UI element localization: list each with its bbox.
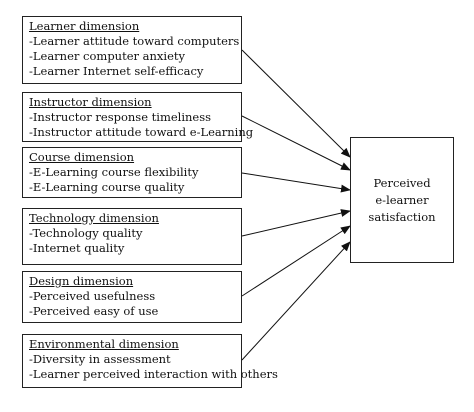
- arrow-technology: [241, 209, 351, 237]
- technology-dimension-title: Technology dimension: [29, 211, 159, 225]
- technology-item-1: -Technology quality: [29, 226, 143, 240]
- arrow-learner: [241, 49, 351, 158]
- design-dimension-title: Design dimension: [29, 274, 134, 288]
- course-dimension-title: Course dimension: [29, 150, 135, 164]
- instructor-dimension-title: Instructor dimension: [29, 95, 152, 109]
- design-item-2: -Perceived easy of use: [29, 304, 159, 318]
- technology-item-2: -Internet quality: [29, 241, 125, 255]
- arrow-instructor: [241, 115, 351, 171]
- course-item-2: -E-Learning course quality: [29, 180, 185, 194]
- design-dimension-box: Design dimension -Perceived usefulness -…: [22, 271, 242, 323]
- technology-dimension-box: Technology dimension -Technology quality…: [22, 208, 242, 265]
- learner-item-1: -Learner attitude toward computers: [29, 34, 240, 48]
- environmental-dimension-title: Environmental dimension: [29, 337, 179, 351]
- outcome-line-1: Perceived: [373, 175, 431, 190]
- learner-item-3: -Learner Internet self-efficacy: [29, 64, 204, 78]
- environmental-item-1: -Diversity in assessment: [29, 352, 171, 366]
- environmental-dimension-box: Environmental dimension -Diversity in as…: [22, 334, 278, 388]
- perceived-satisfaction-box: Perceived e-learner satisfaction: [350, 137, 454, 263]
- instructor-dimension-box: Instructor dimension -Instructor respons…: [22, 92, 254, 142]
- arrow-environmental: [241, 241, 351, 361]
- outcome-line-3: satisfaction: [368, 209, 436, 224]
- environmental-item-2: -Learner perceived interaction with othe…: [29, 367, 278, 381]
- arrow-course: [241, 172, 351, 193]
- outcome-line-2: e-learner: [375, 192, 429, 207]
- learner-dimension-title: Learner dimension: [29, 19, 140, 33]
- instructor-item-1: -Instructor response timeliness: [29, 110, 212, 124]
- course-item-1: -E-Learning course flexibility: [29, 165, 199, 179]
- course-dimension-box: Course dimension -E-Learning course flex…: [22, 147, 242, 198]
- arrow-design: [241, 225, 351, 297]
- instructor-item-2: -Instructor attitude toward e-Learning: [29, 125, 254, 139]
- learner-dimension-box: Learner dimension -Learner attitude towa…: [22, 16, 242, 84]
- design-item-1: -Perceived usefulness: [29, 289, 156, 303]
- learner-item-2: -Learner computer anxiety: [29, 49, 186, 63]
